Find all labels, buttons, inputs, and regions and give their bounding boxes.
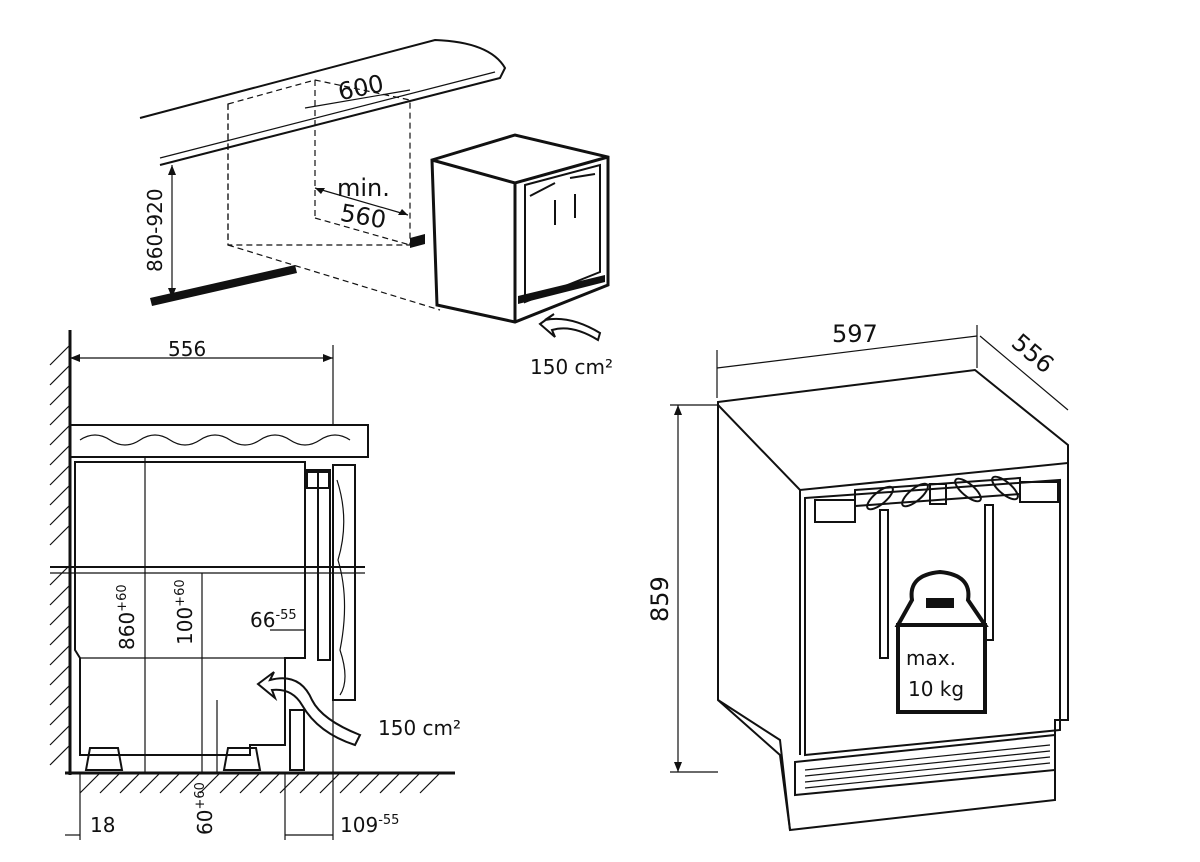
height-60-label: 60+60 <box>193 782 217 835</box>
plinth-grille <box>289 709 305 771</box>
depth-560-label: 560 <box>338 199 388 235</box>
weight-icon <box>894 569 989 714</box>
front-panel <box>332 464 356 701</box>
depth-556-label: 556 <box>1006 328 1059 379</box>
depth-dim-line <box>314 187 409 216</box>
airflow-arrow-icon <box>256 671 362 747</box>
niche-perspective: 600 min. 560 860-920 150 cm² <box>139 38 613 379</box>
floor-strip <box>150 265 297 306</box>
foot <box>222 747 262 771</box>
depth-66-label: 66-55 <box>250 608 297 632</box>
depth-109-label: 109-55 <box>340 813 399 837</box>
min-label: min. <box>337 174 390 202</box>
vent-top-label: 150 cm² <box>530 355 613 379</box>
hinge-bracket <box>814 475 1059 523</box>
fridge-perspective <box>430 133 610 324</box>
weight-line1: max. <box>906 646 956 670</box>
countertop <box>69 424 369 458</box>
width-600-label: 600 <box>336 69 387 106</box>
width-18-label: 18 <box>90 813 115 837</box>
height-100-label: 100+60 <box>173 579 197 645</box>
airflow-arrow-icon <box>538 313 602 342</box>
weight-line2: 10 kg <box>908 677 964 701</box>
vent-side-label: 150 cm² <box>378 716 461 740</box>
appliance: 597 556 859 max. 10 kg <box>646 320 1069 832</box>
side-section: 556 860+60 100+60 66-55 150 cm² 18 60+60… <box>49 330 461 840</box>
foot <box>84 747 124 771</box>
depth-556-label: 556 <box>168 337 206 361</box>
wall-hatch <box>49 344 71 766</box>
height-860-label: 860+60 <box>115 584 139 650</box>
floor-hatch <box>79 772 441 794</box>
width-dim-line <box>304 89 411 109</box>
plinth-grille <box>794 733 1056 797</box>
floor-strip <box>410 234 425 248</box>
height-range-label: 860-920 <box>143 188 167 272</box>
height-859-label: 859 <box>646 576 674 622</box>
width-597-label: 597 <box>832 320 878 348</box>
